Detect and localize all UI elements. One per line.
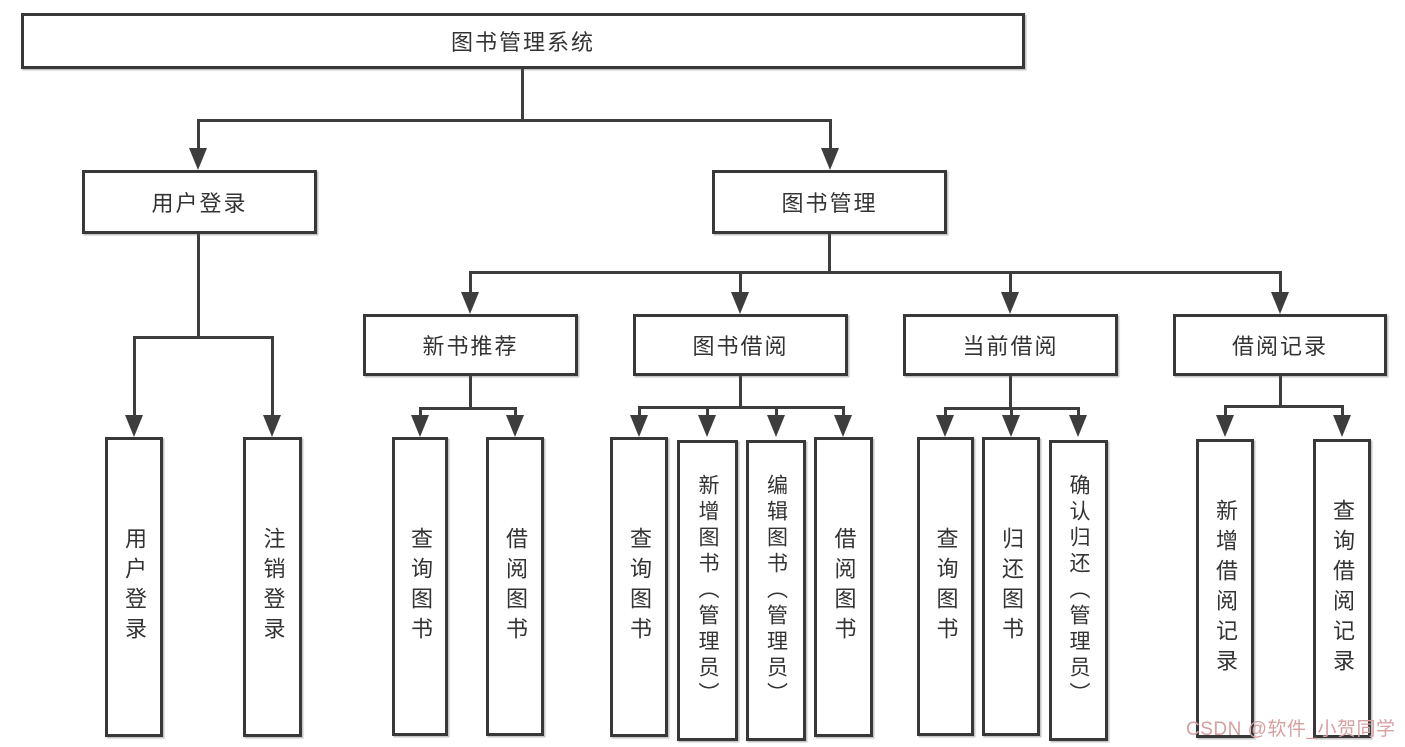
arrow-down-icon [1333,415,1351,437]
leaf-user-login: 用户登录 [105,437,163,737]
arrow-down-icon [1069,415,1087,437]
arrow-down-icon [506,415,524,437]
connector-book-borrow-branch [638,406,845,409]
connector-borrow-records-branch [1224,405,1344,408]
connector-stub-current-borrow [1009,271,1012,292]
leaf-borrow-books: 借阅图书 [814,437,873,737]
node-borrow-records: 借阅记录 [1173,314,1387,376]
leaf-return-books: 归还图书 [982,437,1040,736]
connector-stub [944,407,947,415]
leaf-borrow-books-recommend: 借阅图书 [486,437,544,736]
node-current-borrow: 当前借阅 [903,314,1118,376]
leaf-edit-books-admin: 编辑图书（管理员） [746,440,806,741]
connector-root-drop [521,68,524,120]
node-user-login: 用户登录 [82,170,317,234]
connector-new-book-drop [469,376,472,407]
node-book-management: 图书管理 [712,170,947,234]
arrow-down-icon [461,292,479,314]
leaf-query-books-current: 查询图书 [917,437,974,736]
csdn-watermark: CSDN @软件_小贺同学 [1186,719,1396,740]
connector-stub [419,407,422,415]
connector-stub-user-login [197,119,200,149]
connector-stub-borrow-records [1279,271,1282,292]
arrow-down-icon [125,415,143,437]
connector-stub [775,406,778,415]
connector-borrow-records-drop [1279,376,1282,405]
connector-book-management-branch [469,271,1282,274]
arrow-down-icon [821,148,839,170]
arrow-down-icon [731,292,749,314]
node-new-book-recommend: 新书推荐 [363,314,578,376]
arrow-down-icon [1002,415,1020,437]
arrow-down-icon [189,148,207,170]
connector-stub-logout-leaf [271,336,274,415]
leaf-add-books-admin: 新增图书（管理员） [677,440,738,741]
arrow-down-icon [630,415,648,437]
connector-stub [638,406,641,415]
connector-stub-book-management [829,119,832,149]
arrow-down-icon [834,415,852,437]
arrow-down-icon [698,415,716,437]
connector-book-borrow-drop [739,376,742,406]
connector-stub-login-leaf [133,336,136,415]
connector-stub [842,406,845,415]
leaf-query-books-recommend: 查询图书 [392,437,448,736]
connector-root-branch [197,119,832,122]
connector-book-management-drop [828,234,831,271]
leaf-add-borrow-record: 新增借阅记录 [1196,439,1254,738]
connector-current-borrow-drop [1009,376,1012,407]
connector-stub-new-book [469,271,472,292]
leaf-confirm-return-admin: 确认归还（管理员） [1049,440,1108,741]
arrow-down-icon [767,415,785,437]
arrow-down-icon [936,415,954,437]
leaf-query-books-borrow: 查询图书 [610,437,668,737]
arrow-down-icon [1271,292,1289,314]
leaf-query-borrow-record: 查询借阅记录 [1313,439,1371,738]
connector-stub [1077,407,1080,415]
connector-stub [514,407,517,415]
connector-user-login-branch [133,336,274,339]
arrow-down-icon [411,415,429,437]
arrow-down-icon [1001,292,1019,314]
node-root: 图书管理系统 [21,13,1025,69]
arrow-down-icon [263,415,281,437]
connector-user-login-drop [197,234,200,336]
connector-new-book-branch [419,407,517,410]
connector-stub [706,406,709,415]
connector-stub [1224,405,1227,415]
leaf-logout: 注销登录 [243,437,302,737]
connector-stub [1341,405,1344,415]
node-book-borrow: 图书借阅 [633,314,848,376]
connector-stub-book-borrow [739,271,742,292]
connector-stub [1010,407,1013,415]
arrow-down-icon [1216,415,1234,437]
